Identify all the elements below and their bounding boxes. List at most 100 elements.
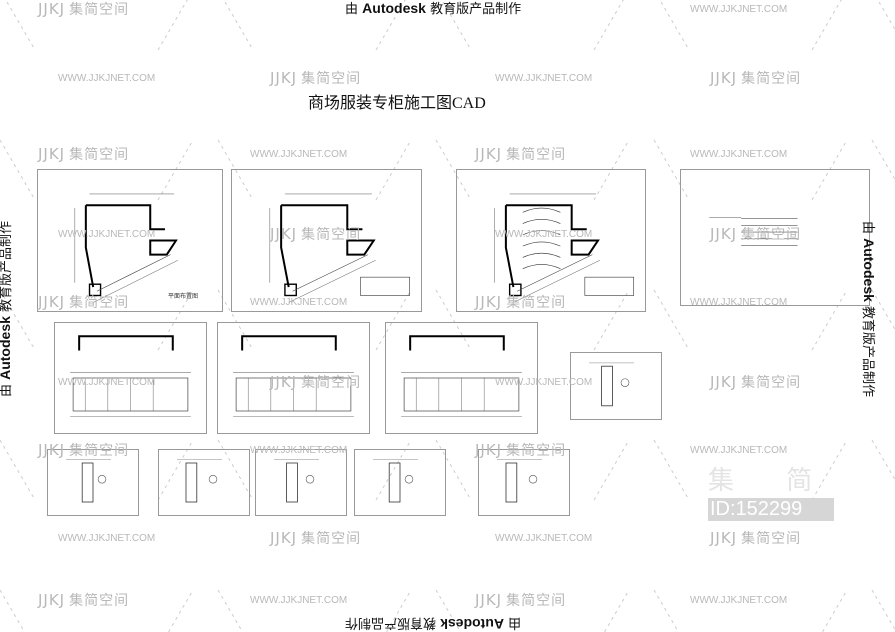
edu-brand: Autodesk: [440, 616, 504, 632]
watermark-url: WWW.JJKJNET.COM: [250, 595, 348, 606]
sheet-drawing: [70, 335, 191, 417]
watermark-logo-text: 集简空间: [69, 294, 130, 310]
jjkj-logo-mark: JJKJ: [270, 529, 298, 547]
jjkj-logo-mark: JJKJ: [475, 293, 503, 311]
sheet-ceiling-plan: [231, 169, 422, 312]
watermark-logo-text: 集简空间: [301, 530, 362, 546]
sheet-elevation-a: [54, 322, 207, 434]
sheet-detail-1: [47, 449, 139, 516]
jjkj-logo-mark: JJKJ: [38, 441, 66, 459]
watermark-logo-text: 集简空间: [506, 294, 567, 310]
watermark-url: WWW.JJKJNET.COM: [58, 377, 156, 388]
edu-notice-bottom: 由 Autodesk 教育版产品制作: [345, 614, 521, 632]
watermark-url: WWW.JJKJNET.COM: [690, 595, 788, 606]
watermark-url: WWW.JJKJNET.COM: [690, 445, 788, 456]
jjkj-logo-mark: JJKJ: [710, 529, 738, 547]
jjkj-logo-mark: JJKJ: [270, 69, 298, 87]
watermark-logo-text: 集简空间: [741, 226, 802, 242]
sheet-detail-2: [158, 449, 250, 516]
edu-prefix: 由: [0, 384, 15, 398]
edu-suffix: 教育版产品制作: [430, 2, 522, 17]
jjkj-logo-mark: JJKJ: [38, 0, 66, 18]
watermark-logo-text: 集简空间: [741, 70, 802, 86]
drawing-title: 商场服装专柜施工图CAD: [308, 95, 486, 112]
watermark-logo-text: 集简空间: [301, 374, 362, 390]
edu-notice-top: 由 Autodesk 教育版产品制作: [345, 0, 521, 18]
sheet-elevation-d: [570, 352, 662, 420]
id-watermark: 集 简 ID:152299: [708, 466, 835, 521]
edu-prefix: 由: [345, 2, 359, 17]
watermark-url: WWW.JJKJNET.COM: [250, 445, 348, 456]
watermark-url: WWW.JJKJNET.COM: [690, 4, 788, 15]
jjkj-logo-mark: JJKJ: [475, 591, 503, 609]
jjkj-logo-mark: JJKJ: [38, 293, 66, 311]
jjkj-logo-mark: JJKJ: [475, 441, 503, 459]
id-watermark-number: ID:152299: [708, 498, 835, 521]
edu-brand: Autodesk: [362, 0, 426, 16]
watermark-url: WWW.JJKJNET.COM: [250, 149, 348, 160]
jjkj-logo-mark: JJKJ: [710, 69, 738, 87]
sheet-detail-4: [354, 449, 446, 516]
sheet-caption: 平面布置图: [167, 293, 198, 300]
edu-suffix: 教育版产品制作: [0, 220, 15, 312]
sheet-drawing: [497, 459, 542, 503]
watermark-url: WWW.JJKJNET.COM: [58, 229, 156, 240]
sheet-drawing: [589, 362, 634, 407]
watermark-logo-text: 集简空间: [741, 374, 802, 390]
edu-suffix: 教育版产品制作: [345, 615, 437, 630]
jjkj-logo-mark: JJKJ: [38, 145, 66, 163]
sheet-elevation-b: [217, 322, 370, 434]
sheet-drawing: [74, 193, 178, 303]
jjkj-logo-mark: JJKJ: [710, 225, 738, 243]
edu-brand: Autodesk: [0, 316, 14, 380]
watermark-url: WWW.JJKJNET.COM: [690, 297, 788, 308]
sheet-drawing: [177, 459, 222, 503]
sheet-lighting-plan: [456, 169, 646, 312]
sheet-floor-plan: 平面布置图: [37, 169, 223, 312]
watermark-url: WWW.JJKJNET.COM: [58, 533, 156, 544]
watermark-url: WWW.JJKJNET.COM: [495, 73, 593, 84]
watermark-logo-text: 集简空间: [69, 1, 130, 17]
watermark-logo-text: 集简空间: [69, 592, 130, 608]
id-watermark-logo: 集 简: [708, 466, 835, 496]
sheet-drawing: [401, 335, 522, 417]
watermark-url: WWW.JJKJNET.COM: [250, 297, 348, 308]
watermark-logo-text: 集简空间: [506, 442, 567, 458]
watermark-logo-text: 集简空间: [69, 442, 130, 458]
watermark-logo-text: 集简空间: [301, 70, 362, 86]
sheet-detail-5: [478, 449, 570, 516]
sheet-drawing: [709, 216, 798, 246]
watermark-logo-text: 集简空间: [506, 592, 567, 608]
watermark-url: WWW.JJKJNET.COM: [495, 377, 593, 388]
watermark-logo-text: 集简空间: [506, 146, 567, 162]
sheet-drawing: [274, 459, 319, 503]
jjkj-logo-mark: JJKJ: [270, 373, 298, 391]
sheet-drawing: [373, 459, 418, 503]
jjkj-logo-mark: JJKJ: [710, 373, 738, 391]
watermark-logo-text: 集简空间: [741, 530, 802, 546]
watermark-url: WWW.JJKJNET.COM: [58, 73, 156, 84]
jjkj-logo-mark: JJKJ: [475, 145, 503, 163]
edu-suffix: 教育版产品制作: [860, 306, 876, 398]
sheet-electrical-system: [680, 169, 870, 306]
edu-notice-left: 由 Autodesk 教育版产品制作: [0, 221, 15, 397]
edu-notice-right: 由 Autodesk 教育版产品制作: [859, 221, 877, 397]
sheet-drawing: [233, 335, 354, 417]
sheet-elevation-c: [385, 322, 538, 434]
sheet-detail-3: [255, 449, 347, 516]
